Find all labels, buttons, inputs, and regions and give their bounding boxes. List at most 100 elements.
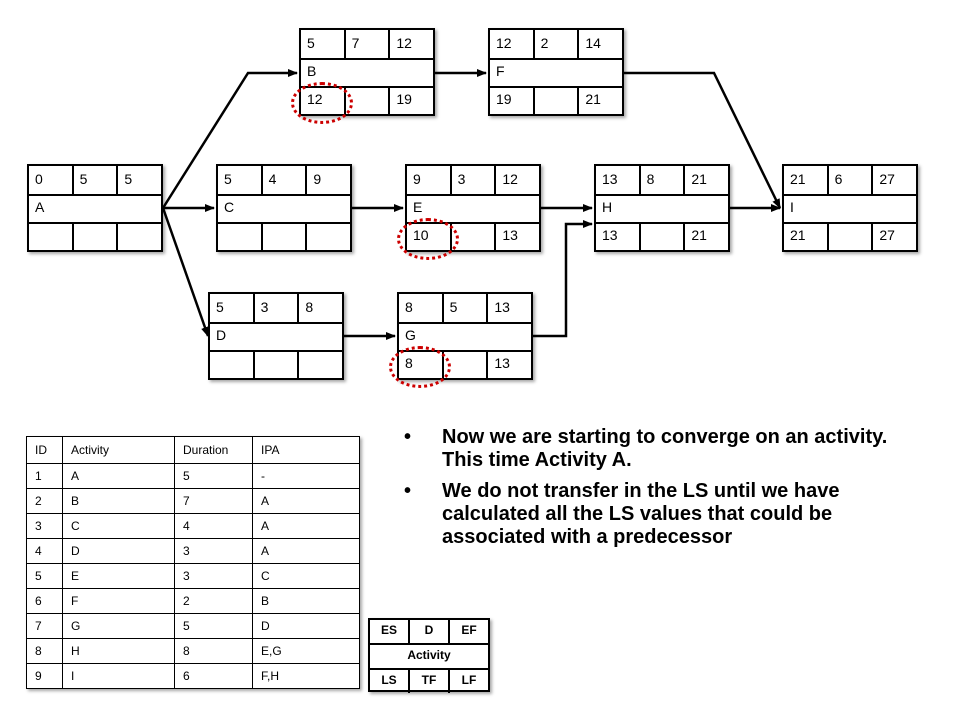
node-bot-row: 21 27 (784, 222, 916, 250)
table-cell: 3 (174, 538, 253, 564)
edge-f-to-i (624, 71, 782, 209)
node-duration: 3 (452, 166, 497, 194)
table-cell: A (252, 488, 360, 514)
edge-g-to-h (533, 220, 593, 338)
table-cell: 2 (174, 588, 253, 614)
table-cell: 2 (26, 488, 63, 514)
table-cell: B (62, 488, 175, 514)
table-cell: A (252, 538, 360, 564)
table-cell: A (62, 463, 175, 489)
table-cell: E (62, 563, 175, 589)
table-cell: B (252, 588, 360, 614)
legend-bottom-row: LS TF LF (370, 670, 488, 693)
bullet-icon: • (404, 480, 412, 502)
node-mid-row: B (301, 58, 433, 88)
node-bot-row (29, 222, 161, 250)
node-duration: 7 (346, 30, 391, 58)
node-es: 5 (218, 166, 263, 194)
table-cell: 1 (26, 463, 63, 489)
ls-highlight-circle-b (291, 82, 353, 124)
node-mid-row: D (210, 322, 342, 352)
edge-a-to-d (161, 207, 210, 337)
legend-tf: TF (410, 670, 450, 693)
node-es: 5 (301, 30, 346, 58)
table-cell: 4 (26, 538, 63, 564)
node-legend: ES D EF Activity LS TF LF (368, 618, 490, 693)
node-ef: 5 (124, 171, 133, 187)
table-cell: 7 (174, 488, 253, 514)
table-cell: G (62, 613, 175, 639)
edge-a-to-b (161, 69, 298, 209)
table-cell: 5 (174, 613, 253, 639)
node-activity-name: E (413, 199, 423, 215)
node-es: 8 (399, 294, 444, 322)
node-ef: 8 (305, 299, 314, 315)
table-cell: D (252, 613, 360, 639)
node-ls: 13 (596, 222, 641, 250)
node-duration: 6 (829, 166, 874, 194)
node-es: 0 (29, 166, 74, 194)
table-cell: D (62, 538, 175, 564)
table-cell: 6 (174, 663, 253, 689)
table-cell: 9 (26, 663, 63, 689)
node-bot-row (218, 222, 350, 250)
node-activity-name: H (602, 199, 613, 215)
node-activity-name: F (496, 63, 505, 79)
node-tf (263, 222, 308, 250)
node-es: 13 (596, 166, 641, 194)
legend-activity: Activity (407, 648, 451, 662)
note-text: Now we are starting to converge on an ac… (442, 426, 888, 471)
node-duration: 5 (74, 166, 119, 194)
node-tf (255, 350, 300, 378)
node-activity-name: I (790, 199, 794, 215)
node-ef: 21 (691, 171, 707, 187)
node-es: 21 (784, 166, 829, 194)
table-header-cell: ID (26, 436, 63, 464)
node-activity-name: D (216, 327, 227, 343)
table-cell: 7 (26, 613, 63, 639)
node-ef: 12 (396, 35, 412, 51)
table-cell: 4 (174, 513, 253, 539)
node-tf (346, 86, 391, 114)
node-ef: 14 (585, 35, 601, 51)
table-cell: 5 (26, 563, 63, 589)
bullet-icon: • (404, 426, 412, 448)
node-lf: 21 (691, 227, 707, 243)
legend-ef: EF (461, 623, 477, 637)
node-ls: 19 (490, 86, 535, 114)
node-ls (210, 350, 255, 378)
legend-middle-row: Activity (370, 645, 488, 670)
node-lf: 27 (879, 227, 895, 243)
ls-highlight-circle-g (389, 346, 451, 388)
connector-layer (161, 69, 782, 340)
node-tf (641, 222, 686, 250)
node-ef: 13 (494, 299, 510, 315)
notes-list: • Now we are starting to converge on an a… (400, 426, 920, 557)
node-ls: 21 (784, 222, 829, 250)
table-cell: F (62, 588, 175, 614)
node-mid-row: I (784, 194, 916, 224)
note-item: •We do not transfer in the LS until we h… (400, 480, 920, 549)
legend-lf: LF (461, 673, 477, 687)
